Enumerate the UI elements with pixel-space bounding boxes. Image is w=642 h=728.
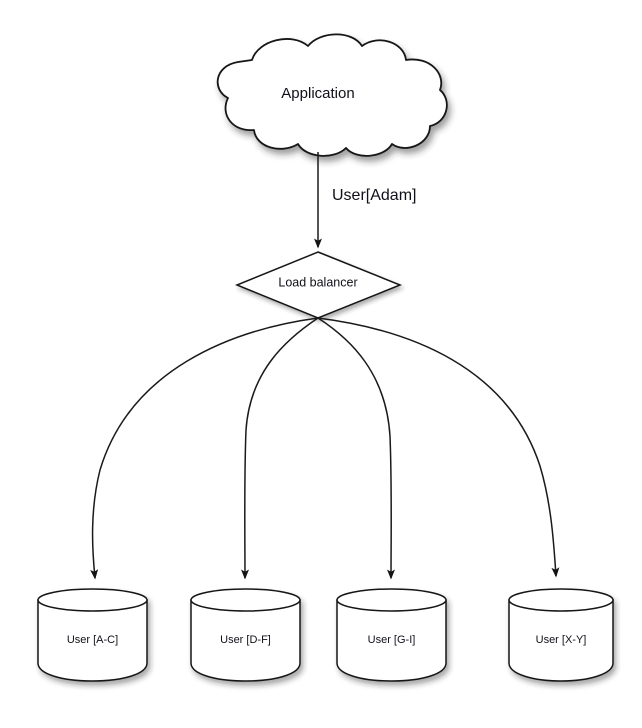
cylinder-body xyxy=(190,599,301,682)
database-label-0: User [A-C] xyxy=(67,634,118,646)
node-database-2[interactable]: User [G-I] xyxy=(336,588,447,682)
edge-application-to-load-balancer[interactable]: User[Adam] xyxy=(314,152,416,249)
edge-label-user-adam: User[Adam] xyxy=(332,187,416,204)
cloud-shape xyxy=(216,33,448,157)
cylinder-top xyxy=(190,588,301,612)
node-application[interactable]: Application xyxy=(216,33,448,157)
edge-curve-db-0 xyxy=(90,317,319,580)
cylinder-body xyxy=(336,599,447,682)
cylinder-body xyxy=(37,599,148,682)
edge-load-balancer-to-db-0[interactable] xyxy=(90,317,319,580)
edge-curve-db-2 xyxy=(317,317,396,580)
database-label-2: User [G-I] xyxy=(368,634,416,646)
node-load-balancer[interactable]: Load balancer xyxy=(235,251,403,319)
database-label-3: User [X-Y] xyxy=(536,634,587,646)
application-label: Application xyxy=(281,85,354,102)
edge-load-balancer-to-db-1[interactable] xyxy=(240,317,319,580)
load-balancer-label: Load balancer xyxy=(278,275,357,289)
node-database-3[interactable]: User [X-Y] xyxy=(508,588,614,682)
edge-load-balancer-to-db-3[interactable] xyxy=(317,317,560,578)
cylinder-top xyxy=(508,588,614,612)
edge-curve-db-1 xyxy=(240,317,319,580)
cylinder-top xyxy=(37,588,148,612)
cylinder-body xyxy=(508,599,614,682)
edge-load-balancer-to-db-2[interactable] xyxy=(317,317,396,580)
node-database-1[interactable]: User [D-F] xyxy=(190,588,301,682)
database-label-1: User [D-F] xyxy=(220,634,271,646)
node-database-0[interactable]: User [A-C] xyxy=(37,588,148,682)
edge-curve-db-3 xyxy=(317,317,560,578)
cylinder-top xyxy=(336,588,447,612)
